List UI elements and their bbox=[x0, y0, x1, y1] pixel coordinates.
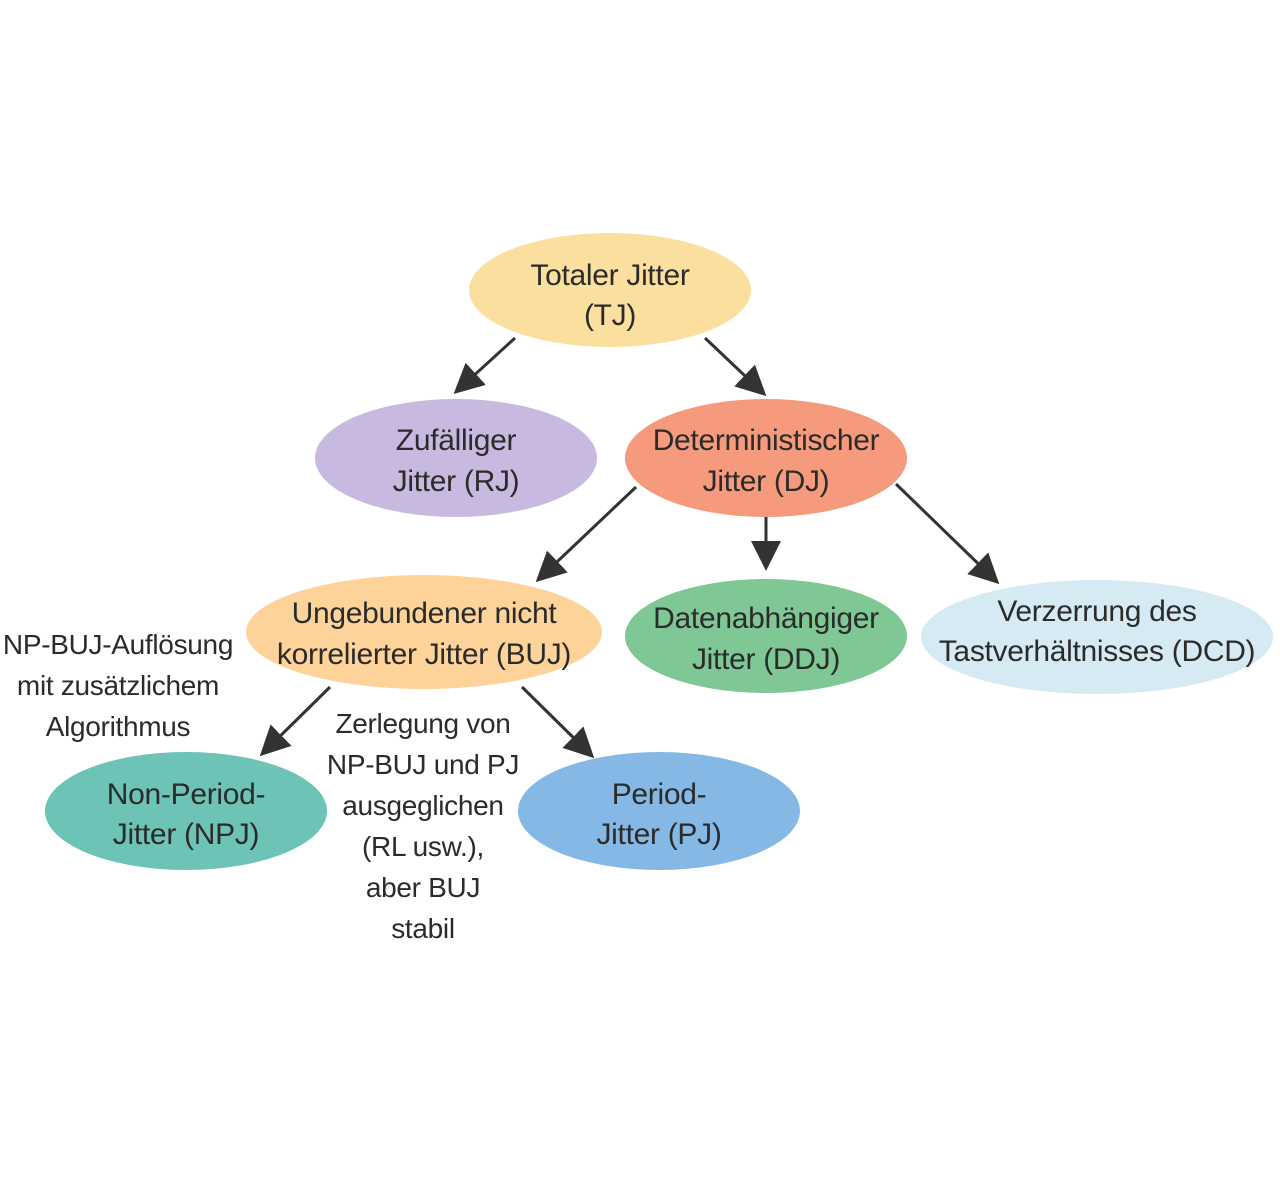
note-npbuj-resolution: NP-BUJ-Auflösung mit zusätzlichem Algori… bbox=[3, 629, 233, 742]
node-ddj: Datenabhängiger Jitter (DDJ) bbox=[625, 579, 907, 693]
node-pj: Period- Jitter (PJ) bbox=[518, 752, 800, 870]
note-center-line-6: stabil bbox=[391, 913, 455, 944]
edge-dj-buj bbox=[535, 485, 638, 583]
node-dj-label-line1: Deterministischer bbox=[653, 424, 880, 457]
node-tj-label-line2: (TJ) bbox=[584, 299, 636, 332]
node-dcd-label-line1: Verzerrung des bbox=[997, 595, 1196, 628]
node-npj: Non-Period- Jitter (NPJ) bbox=[45, 752, 327, 870]
node-buj-shape bbox=[246, 575, 602, 689]
node-npj-label-line1: Non-Period- bbox=[107, 778, 265, 811]
node-buj-label-line1: Ungebundener nicht bbox=[292, 597, 558, 630]
note-left-line-3: Algorithmus bbox=[46, 711, 191, 742]
node-rj-label-line1: Zufälliger bbox=[396, 424, 517, 457]
node-ddj-label-line1: Datenabhängiger bbox=[653, 602, 879, 635]
note-decomposition: Zerlegung von NP-BUJ und PJ ausgeglichen… bbox=[327, 708, 519, 944]
note-center-line-5: aber BUJ bbox=[366, 872, 480, 903]
node-dj-label-line2: Jitter (DJ) bbox=[703, 465, 830, 498]
node-dcd-label-line2: Tastverhältnisses (DCD) bbox=[939, 635, 1256, 668]
node-tj-shape bbox=[469, 233, 751, 347]
node-dj: Deterministischer Jitter (DJ) bbox=[625, 399, 907, 517]
edge-dj-dcd bbox=[894, 482, 1000, 585]
node-npj-shape bbox=[45, 752, 327, 870]
node-rj: Zufälliger Jitter (RJ) bbox=[315, 399, 597, 517]
edge-tj-dj bbox=[703, 336, 767, 397]
edges bbox=[259, 336, 1000, 759]
node-dcd: Verzerrung des Tastverhältnisses (DCD) bbox=[921, 580, 1273, 694]
note-center-line-1: Zerlegung von bbox=[335, 708, 510, 739]
edge-tj-rj bbox=[453, 336, 517, 395]
node-dj-shape bbox=[625, 399, 907, 517]
note-center-line-2: NP-BUJ und PJ bbox=[327, 749, 519, 780]
node-rj-shape bbox=[315, 399, 597, 517]
node-ddj-shape bbox=[625, 579, 907, 693]
note-left-line-2: mit zusätzlichem bbox=[17, 670, 219, 701]
node-buj-label-line2: korrelierter Jitter (BUJ) bbox=[277, 638, 571, 671]
node-pj-label-line2: Jitter (PJ) bbox=[596, 818, 721, 851]
node-tj-label-line1: Totaler Jitter bbox=[530, 259, 689, 292]
note-center-line-4: (RL usw.), bbox=[362, 831, 484, 862]
node-pj-shape bbox=[518, 752, 800, 870]
node-npj-label-line2: Jitter (NPJ) bbox=[113, 818, 259, 851]
note-center-line-3: ausgeglichen bbox=[342, 790, 503, 821]
node-buj: Ungebundener nicht korrelierter Jitter (… bbox=[246, 575, 602, 689]
node-ddj-label-line2: Jitter (DDJ) bbox=[692, 643, 840, 676]
node-pj-label-line1: Period- bbox=[612, 778, 707, 811]
note-left-line-1: NP-BUJ-Auflösung bbox=[3, 629, 233, 660]
node-dcd-shape bbox=[921, 580, 1273, 694]
edge-buj-pj bbox=[520, 685, 595, 759]
edge-buj-npj bbox=[259, 685, 332, 757]
node-rj-label-line2: Jitter (RJ) bbox=[393, 465, 520, 498]
node-tj: Totaler Jitter (TJ) bbox=[469, 233, 751, 347]
